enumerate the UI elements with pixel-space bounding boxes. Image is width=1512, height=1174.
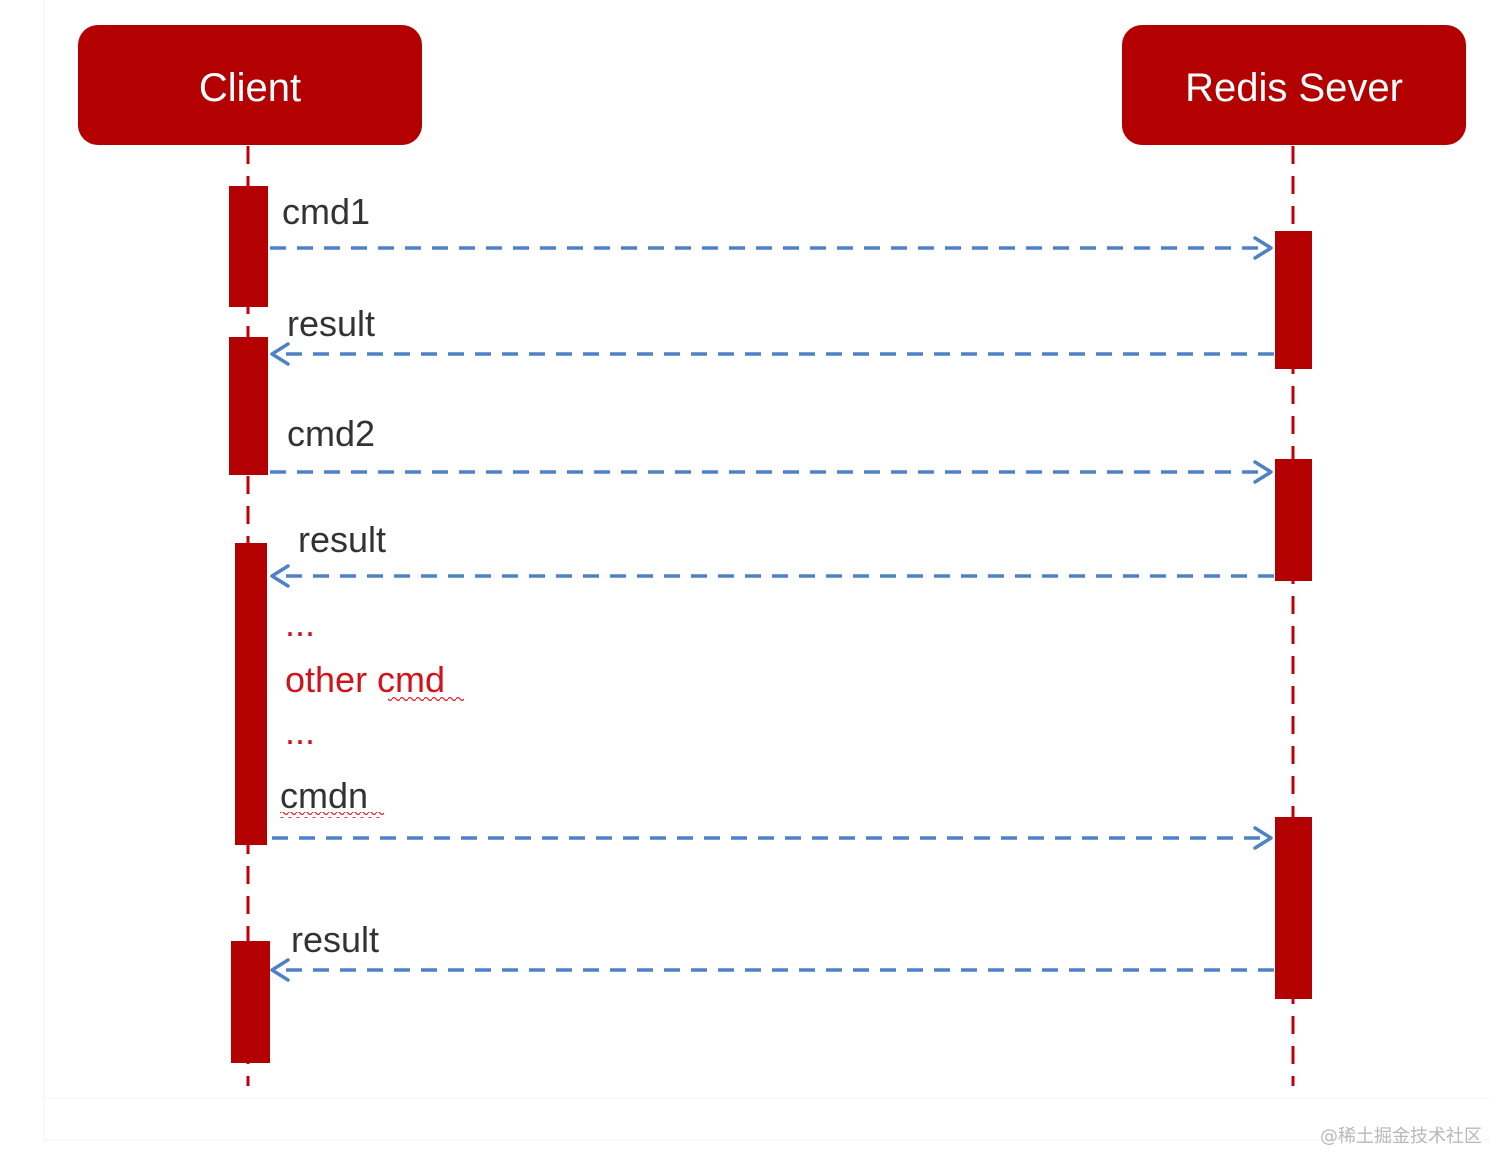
client-activation-4 [231,941,270,1063]
message-label-result-3: result [291,919,379,960]
message-label-cmdn: cmdn [280,775,368,816]
client-activation-3 [235,543,267,845]
actor-server: Redis Sever [1122,25,1466,145]
message-label-cmd1: cmd1 [282,191,370,232]
actor-client-label: Client [199,66,301,110]
note-ellipsis-bottom: ... [285,711,315,752]
background-grid [43,0,1490,1141]
spellcheck-underline-cmd [388,696,464,702]
note-other-cmd: other cmd [285,659,445,700]
client-activation-2 [229,337,268,475]
actor-server-label: Redis Sever [1185,66,1403,110]
client-activation-1 [229,186,268,307]
actor-client: Client [78,25,422,145]
message-label-result-2: result [298,519,386,560]
actor-server-box [1122,25,1466,145]
note-ellipsis-top: ... [285,603,315,644]
server-activation-3 [1275,817,1312,999]
server-activation-1 [1275,231,1312,369]
watermark-text: @稀土掘金技术社区 [1320,1126,1482,1147]
actor-client-box [78,25,422,145]
message-label-result-1: result [287,303,375,344]
message-label-cmd2: cmd2 [287,413,375,454]
spellcheck-underline-cmdn [280,812,384,818]
server-activation-2 [1275,459,1312,581]
